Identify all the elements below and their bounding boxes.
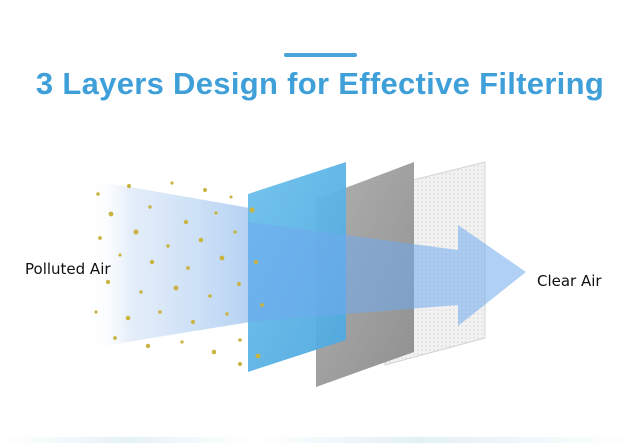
incoming-air-beam xyxy=(90,180,250,348)
clear-air-label: Clear Air xyxy=(537,272,602,290)
airflow-arrow xyxy=(248,222,526,326)
page-title: 3 Layers Design for Effective Filtering xyxy=(35,66,605,101)
polluted-air-label: Polluted Air xyxy=(25,260,111,278)
title-accent-bar xyxy=(284,53,357,57)
bottom-decorative-strip xyxy=(0,437,640,443)
dust-particles xyxy=(94,181,264,366)
